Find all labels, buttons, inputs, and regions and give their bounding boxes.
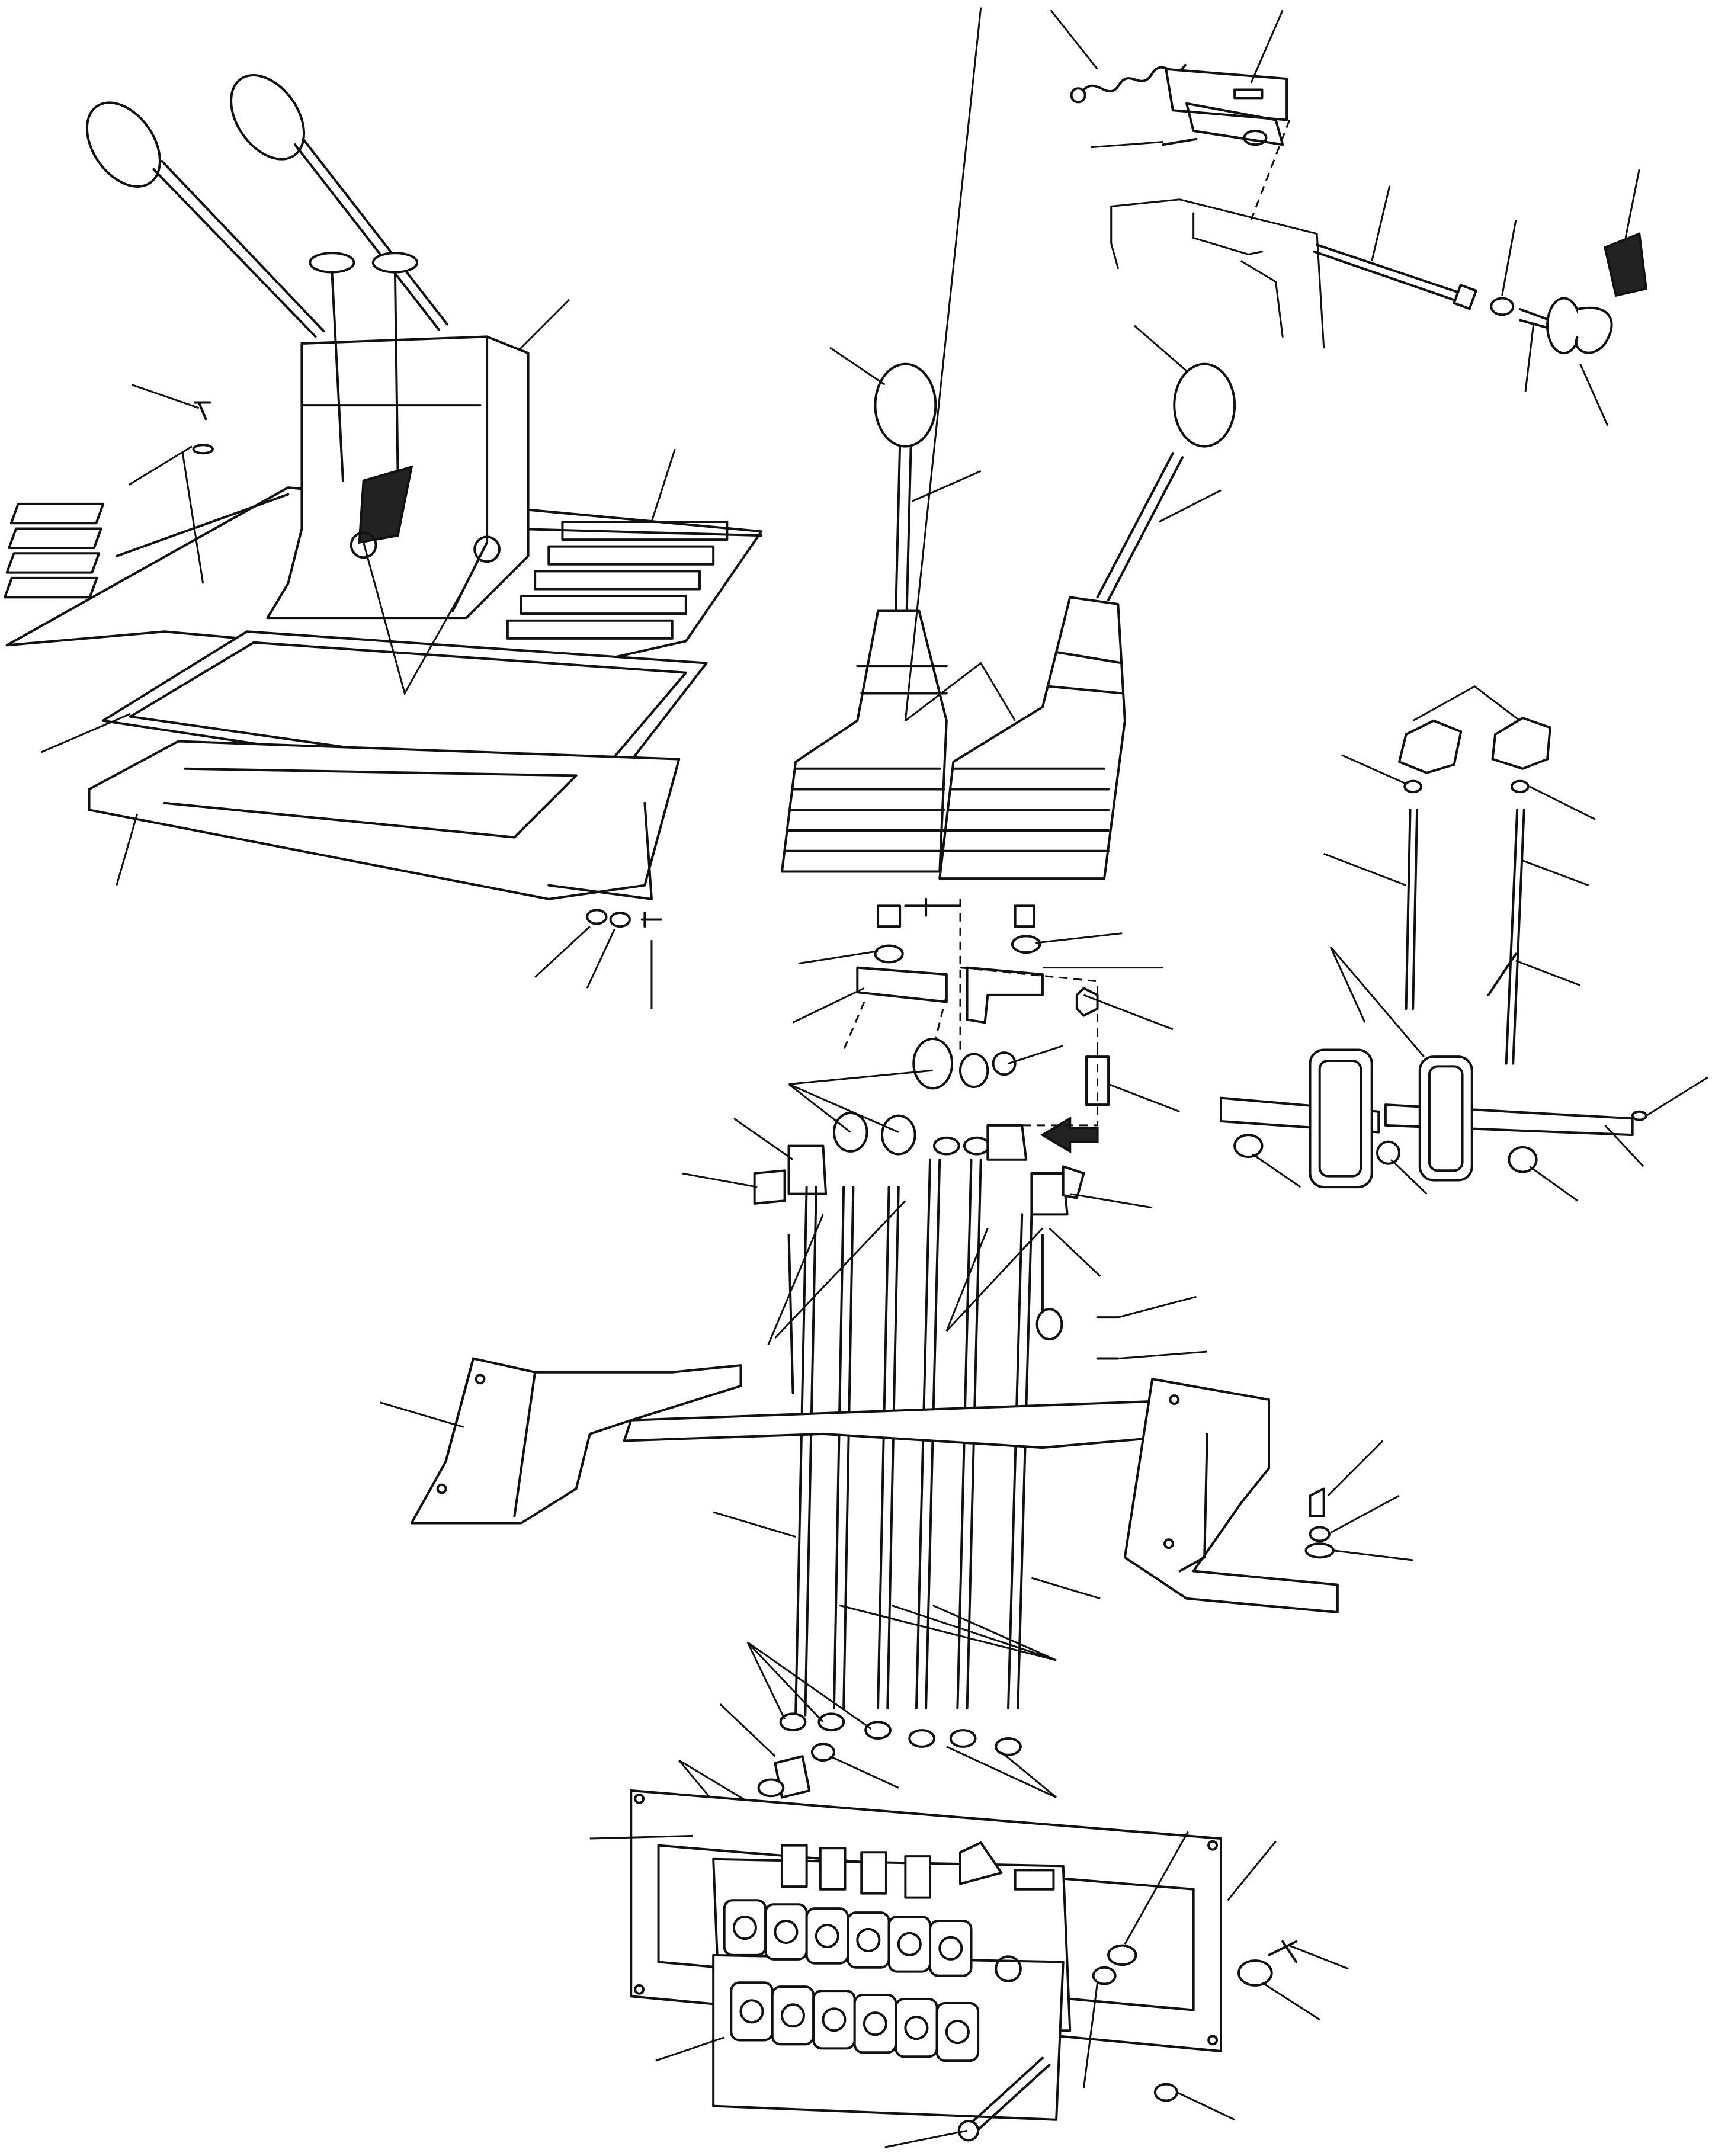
lever-knob-right <box>1174 364 1235 447</box>
cover-grille-left <box>5 504 103 597</box>
star-knob-right <box>1492 718 1550 792</box>
aux-bushings <box>1235 1135 1536 1172</box>
aux-gaiters <box>1310 1050 1471 1188</box>
auxiliary-lever-assembly <box>1221 686 1646 1187</box>
bracket-pin <box>1163 139 1197 145</box>
valve-ports-upper <box>724 1900 1021 1981</box>
fastener-guide-line <box>182 452 203 583</box>
aux-spring-pin <box>1489 954 1516 994</box>
console-fasteners <box>194 403 662 927</box>
console-base-frame <box>89 741 679 899</box>
joystick-lever-left <box>782 364 947 872</box>
lever-shaft-left <box>896 447 910 611</box>
aux-pointer-lines <box>1331 947 1424 1057</box>
valve-spools <box>782 1843 1054 1898</box>
valve-block <box>713 1843 1070 2120</box>
adjuster-knob <box>1520 234 1646 353</box>
rubber-boot-right <box>940 597 1125 878</box>
mount-plate-left <box>857 968 947 1002</box>
cover-grille-right <box>508 522 727 639</box>
support-frame <box>412 1359 1338 1612</box>
lever-knob-left <box>875 364 935 447</box>
bracket-spring-assembly <box>1072 65 1646 353</box>
valve-fasteners <box>959 1942 1297 2141</box>
aux-lever-rod-right <box>1506 810 1524 1063</box>
rubber-boot-left <box>782 611 947 872</box>
arrow-icon <box>1043 1118 1098 1151</box>
aux-lever-rod-left <box>1406 810 1418 1009</box>
control-console-assembly <box>5 62 761 926</box>
pivot-bracket <box>1166 69 1287 145</box>
control-rod-2 <box>834 1187 853 1708</box>
control-lever-right <box>216 62 447 330</box>
long-bolt <box>1314 245 1513 315</box>
mount-plate-right <box>967 968 1043 1023</box>
lever-shaft-right <box>1098 453 1183 600</box>
lever-mount-hardware <box>844 899 1097 1091</box>
control-rod-3 <box>878 1187 899 1708</box>
control-rod-1 <box>796 1187 816 1715</box>
control-valve-assembly <box>631 1791 1296 2141</box>
frame-fasteners <box>1306 1489 1333 1558</box>
rod-end-nuts <box>748 1605 1056 1797</box>
knob-pointer-lines <box>1413 686 1520 721</box>
control-rod-6 <box>1008 1214 1031 1708</box>
joystick-lever-right <box>940 364 1235 878</box>
bracket-guide-line <box>1251 120 1290 220</box>
valve-ports-lower <box>731 1982 978 2061</box>
linkage-guide-line <box>1008 1050 1098 1125</box>
ball-joints <box>755 1039 1108 1214</box>
lever-handles <box>310 253 417 557</box>
lever-pointer-lines <box>364 543 467 694</box>
control-lever-left <box>72 89 324 336</box>
control-rods <box>768 1160 1118 1715</box>
star-knob-left <box>1399 721 1461 792</box>
callout-leader-lines <box>41 8 1708 2148</box>
seat-mount-outline <box>1111 200 1324 348</box>
